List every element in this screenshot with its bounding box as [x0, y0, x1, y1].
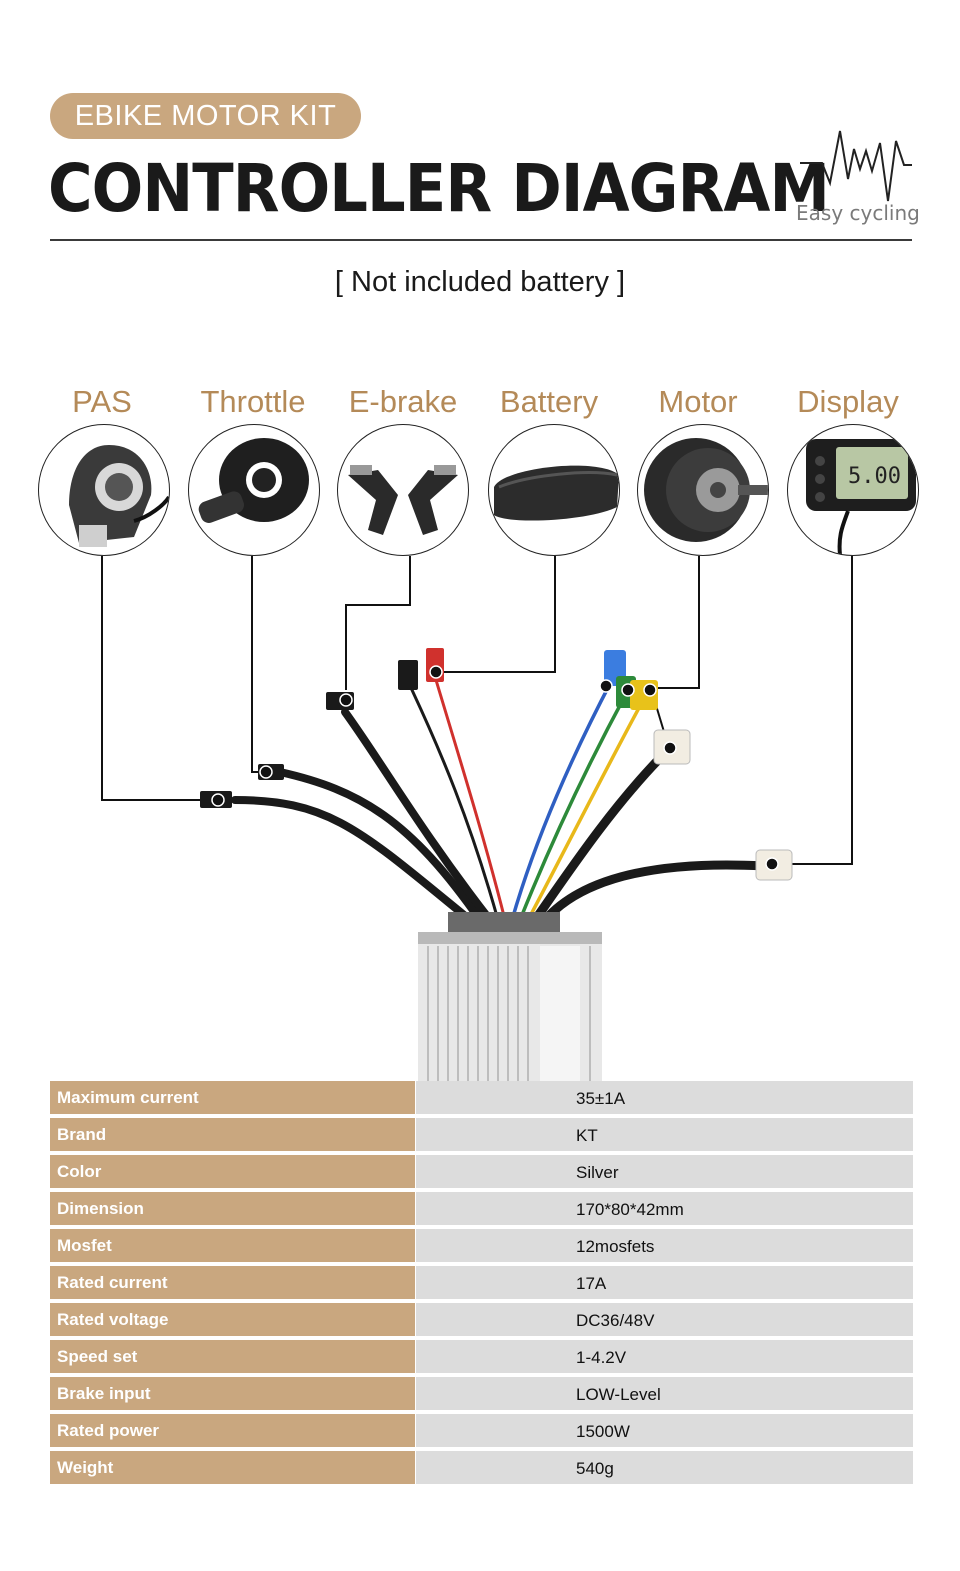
- battery-connector-line: [440, 556, 556, 673]
- spec-row: Color Silver: [50, 1155, 913, 1188]
- spec-value: 540g: [416, 1451, 913, 1484]
- spec-row: Dimension 170*80*42mm: [50, 1192, 913, 1225]
- spec-row: Speed set 1-4.2V: [50, 1340, 913, 1373]
- spec-key: Brake input: [50, 1377, 415, 1410]
- spec-row: Mosfet 12mosfets: [50, 1229, 913, 1262]
- pas-connector-line: [101, 556, 210, 801]
- label-throttle: Throttle: [200, 384, 306, 419]
- spec-key: Rated power: [50, 1414, 415, 1447]
- header-divider: [50, 239, 912, 241]
- spec-key: Speed set: [50, 1340, 415, 1373]
- ebrake-connector-line: [345, 556, 411, 690]
- kit-badge: EBIKE MOTOR KIT: [50, 93, 361, 139]
- spec-key: Maximum current: [50, 1081, 415, 1114]
- spec-value: 12mosfets: [416, 1229, 913, 1262]
- spec-row: Rated current 17A: [50, 1266, 913, 1299]
- spec-key: Weight: [50, 1451, 415, 1484]
- spec-key: Mosfet: [50, 1229, 415, 1262]
- spec-row: Brand KT: [50, 1118, 913, 1151]
- controller-unit: [418, 912, 602, 1084]
- battery-pack-icon: [488, 424, 620, 556]
- spec-value: 35±1A: [416, 1081, 913, 1114]
- spec-row: Rated voltage DC36/48V: [50, 1303, 913, 1336]
- spec-value: DC36/48V: [416, 1303, 913, 1336]
- spec-value: LOW-Level: [416, 1377, 913, 1410]
- page-title: CONTROLLER DIAGRAM: [48, 150, 830, 227]
- brake-levers-icon: [337, 424, 469, 556]
- spec-row: Brake input LOW-Level: [50, 1377, 913, 1410]
- spec-value: 17A: [416, 1266, 913, 1299]
- display-connector-line: [778, 556, 853, 865]
- spec-key: Dimension: [50, 1192, 415, 1225]
- spec-value: KT: [416, 1118, 913, 1151]
- battery-note: [ Not included battery ]: [334, 266, 626, 298]
- throttle-connector-line: [251, 556, 262, 773]
- spec-value: Silver: [416, 1155, 913, 1188]
- spec-key: Rated current: [50, 1266, 415, 1299]
- spec-row: Maximum current 35±1A: [50, 1081, 913, 1114]
- spec-value: 1500W: [416, 1414, 913, 1447]
- spec-table: Maximum current 35±1A Brand KT Color Sil…: [50, 1081, 913, 1488]
- spec-value: 170*80*42mm: [416, 1192, 913, 1225]
- label-battery: Battery: [499, 384, 599, 419]
- spec-row: Weight 540g: [50, 1451, 913, 1484]
- label-display: Display: [797, 384, 899, 419]
- pas-sensor-icon: [38, 424, 170, 556]
- label-e-brake: E-brake: [348, 384, 458, 419]
- display-screen-readout: 5.00: [848, 464, 901, 489]
- wiring-diagram: [101, 556, 853, 1084]
- thumb-throttle-icon: [188, 424, 320, 556]
- heartbeat-line-icon: [800, 130, 912, 202]
- label-motor: Motor: [658, 384, 738, 419]
- spec-row: Rated power 1500W: [50, 1414, 913, 1447]
- spec-key: Brand: [50, 1118, 415, 1151]
- spec-value: 1-4.2V: [416, 1340, 913, 1373]
- motor-connector-line: [652, 556, 700, 689]
- spec-key: Rated voltage: [50, 1303, 415, 1336]
- tagline: Easy cycling: [796, 201, 920, 225]
- label-pas: PAS: [72, 384, 132, 419]
- spec-key: Color: [50, 1155, 415, 1188]
- hub-motor-icon: [637, 424, 769, 556]
- lcd-display-icon: 5.00: [787, 424, 919, 556]
